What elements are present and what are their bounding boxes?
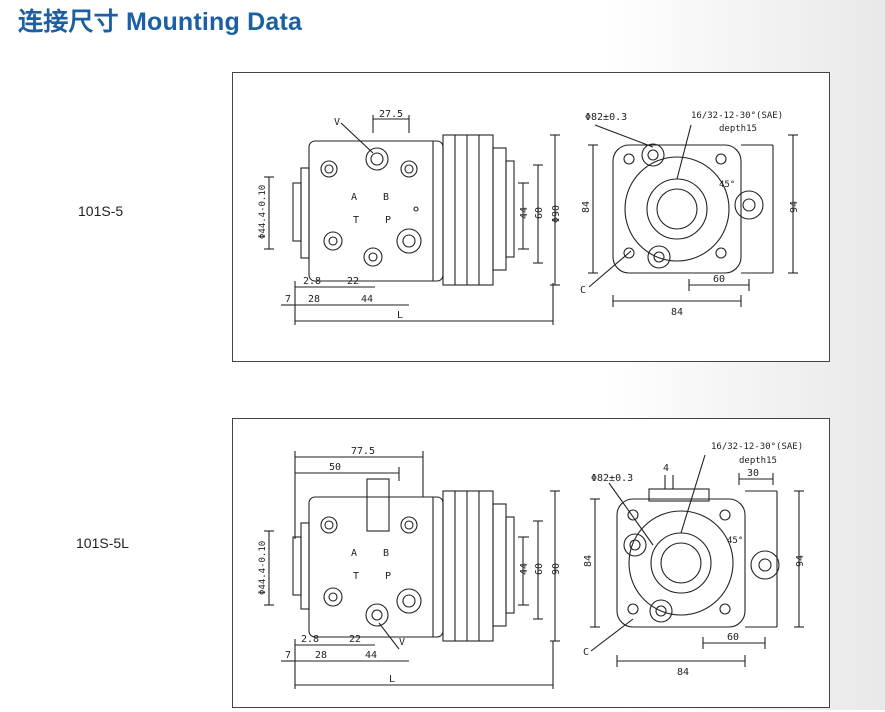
dim-22: 22 — [347, 276, 359, 287]
drawing-panel-101s-5: 27.5 V A B T P 2.8 22 7 28 44 L 44 60 Φ9… — [232, 72, 830, 362]
dim-94-vertical: 94 — [795, 555, 806, 567]
spline-circle — [646, 178, 708, 240]
port-b-label: B — [383, 192, 389, 203]
mount-flange — [292, 182, 302, 242]
pilot-dim: Φ82±0.3 — [591, 473, 633, 484]
port-p-hole — [396, 228, 422, 254]
depth-spec: depth15 — [719, 124, 757, 134]
port-a-label: A — [351, 548, 357, 559]
pilot-dim: Φ82±0.3 — [585, 112, 627, 123]
port-a-label: A — [351, 192, 357, 203]
callout-v: V — [399, 637, 405, 648]
technical-drawing-101s-5l: 77.5 50 A B T P V 2.8 22 7 28 44 L 44 60… — [258, 442, 806, 689]
port-v-hole — [365, 147, 389, 171]
top-boss — [366, 478, 390, 532]
housing — [442, 490, 494, 642]
dim-84: 84 — [671, 307, 683, 318]
top-tab — [648, 488, 710, 502]
drawing-panel-101s-5l: 77.5 50 A B T P V 2.8 22 7 28 44 L 44 60… — [232, 418, 830, 708]
depth-spec: depth15 — [739, 456, 777, 466]
port-b-label: B — [383, 548, 389, 559]
dim-44-vertical: 44 — [519, 563, 530, 575]
dim-84-vertical: 84 — [581, 201, 592, 213]
model-label-101s-5: 101S-5 — [78, 203, 124, 219]
dim-top-2: 50 — [329, 462, 341, 473]
dim-28: 28 — [315, 650, 327, 661]
dim-44: 44 — [361, 294, 373, 305]
dim-90-vertical: 90 — [551, 563, 562, 575]
dim-2-8: 2.8 — [303, 276, 321, 287]
dim-28: 28 — [308, 294, 320, 305]
dim-60: 60 — [727, 632, 739, 643]
dim-22: 22 — [349, 634, 361, 645]
spline-circle — [650, 532, 712, 594]
housing — [442, 134, 494, 286]
callout-v: V — [334, 117, 340, 128]
dim-bore-vertical: Φ44.4-0.10 — [258, 185, 268, 239]
thread-spec: 16/32-12-30°(SAE) — [711, 442, 803, 452]
dim-7: 7 — [285, 294, 291, 305]
dim-bore-vertical: Φ44.4-0.10 — [258, 541, 268, 595]
thread-spec: 16/32-12-30°(SAE) — [691, 111, 783, 121]
port-p-label: P — [385, 215, 391, 226]
dim-84: 84 — [677, 667, 689, 678]
dim-4: 4 — [663, 463, 669, 474]
dim-60-vertical: 60 — [534, 207, 545, 219]
dim-l: L — [397, 310, 403, 321]
model-label-101s-5l: 101S-5L — [76, 535, 129, 551]
port-t-label: T — [353, 571, 359, 582]
technical-drawing-101s-5: 27.5 V A B T P 2.8 22 7 28 44 L 44 60 Φ9… — [258, 109, 800, 325]
angle-label: 45° — [719, 180, 735, 190]
dim-7: 7 — [285, 650, 291, 661]
callout-c: C — [583, 647, 589, 658]
dim-84-vertical: 84 — [583, 555, 594, 567]
dim-44: 44 — [365, 650, 377, 661]
dim-l: L — [389, 674, 395, 685]
angle-label: 45° — [727, 536, 743, 546]
front-face — [616, 498, 746, 628]
page-title: 连接尺寸 Mounting Data — [18, 8, 303, 36]
dim-44-vertical: 44 — [519, 207, 530, 219]
side-port — [734, 190, 764, 220]
callout-c: C — [580, 285, 586, 296]
dim-60: 60 — [713, 274, 725, 285]
dim-top: 27.5 — [379, 109, 403, 120]
port-p-label: P — [385, 571, 391, 582]
dim-30: 30 — [747, 468, 759, 479]
dim-60-vertical: 60 — [534, 563, 545, 575]
dim-90-vertical: Φ90 — [551, 205, 562, 223]
port-t-label: T — [353, 215, 359, 226]
front-face — [612, 144, 742, 274]
valve-body — [308, 496, 444, 638]
dim-94-vertical: 94 — [789, 201, 800, 213]
column-flange — [492, 147, 507, 271]
side-port — [750, 550, 780, 580]
dim-2-8: 2.8 — [301, 634, 319, 645]
port-v-hole — [365, 603, 389, 627]
dim-top: 77.5 — [351, 446, 375, 457]
